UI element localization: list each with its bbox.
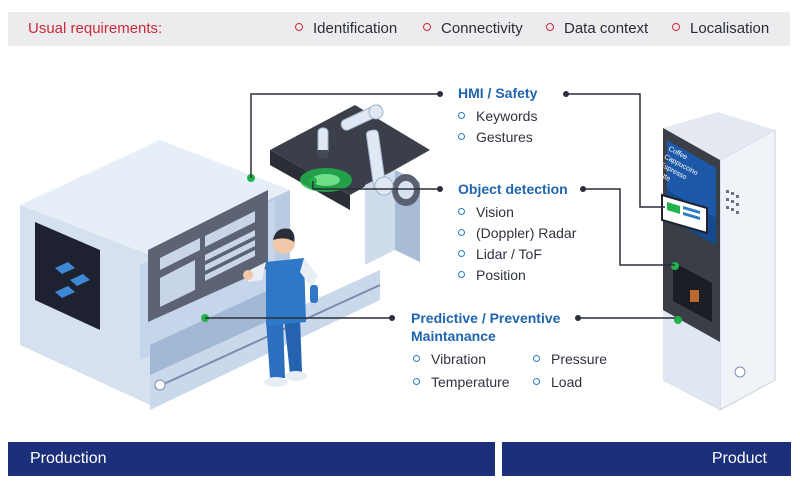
object-item-radar: (Doppler) Radar xyxy=(458,225,576,241)
requirements-bar: Usual requirements: xyxy=(8,12,790,46)
bullet-icon xyxy=(458,132,465,140)
requirement-localisation: Localisation xyxy=(672,20,769,37)
product-label: Product xyxy=(711,450,767,467)
production-label: Production xyxy=(30,450,107,467)
requirements-title: Usual requirements: xyxy=(28,20,163,37)
bullet-icon xyxy=(458,228,465,236)
connector-dots xyxy=(389,91,586,321)
bullet-icon xyxy=(533,354,540,362)
coffee-vending-machine xyxy=(661,112,776,411)
requirement-identification: Identification xyxy=(295,20,397,37)
worker-figure xyxy=(243,228,318,387)
bullet-icon xyxy=(458,270,465,278)
object-detection-title: Object detection xyxy=(458,181,568,197)
production-bar: Production xyxy=(8,442,495,476)
hmi-item-keywords: Keywords xyxy=(458,108,537,124)
bullet-icon xyxy=(546,23,554,32)
bullet-icon xyxy=(413,354,420,362)
bullet-icon xyxy=(458,111,465,119)
requirement-connectivity: Connectivity xyxy=(423,20,523,37)
hmi-safety-title: HMI / Safety xyxy=(458,85,538,101)
predictive-item-pressure: Pressure xyxy=(533,351,607,367)
bullet-icon xyxy=(458,207,465,215)
connector-lines xyxy=(205,93,675,319)
predictive-item-load: Load xyxy=(533,374,582,390)
product-bar: Product xyxy=(502,442,791,476)
bullet-icon xyxy=(533,377,540,385)
bullet-icon xyxy=(672,23,680,32)
predictive-item-vibration: Vibration xyxy=(413,351,486,367)
bullet-icon xyxy=(458,249,465,257)
production-machine xyxy=(20,104,430,410)
object-item-lidar: Lidar / ToF xyxy=(458,246,542,262)
predictive-title-line1: Predictive / Preventive xyxy=(411,310,561,326)
predictive-title-line2: Maintanance xyxy=(411,328,496,344)
production-illustration: Coffee Cappuccino Espresso Latte xyxy=(20,91,776,411)
bullet-icon xyxy=(423,23,431,32)
object-item-vision: Vision xyxy=(458,204,514,220)
hmi-item-gestures: Gestures xyxy=(458,129,533,145)
bullet-icon xyxy=(413,377,420,385)
bullet-icon xyxy=(295,23,303,32)
requirement-data-context: Data context xyxy=(546,20,648,37)
predictive-item-temperature: Temperature xyxy=(413,374,510,390)
object-item-position: Position xyxy=(458,267,526,283)
